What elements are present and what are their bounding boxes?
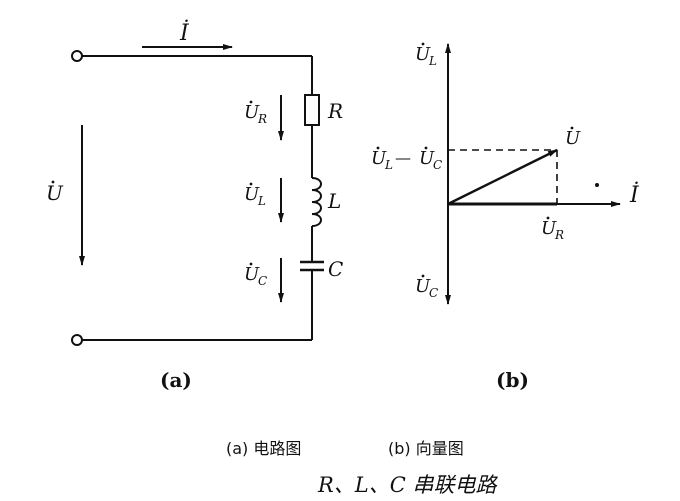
inductor-label: L: [327, 189, 341, 213]
ul-label: U: [244, 184, 260, 205]
resistor-label: R: [327, 99, 343, 123]
diff-a-dot: [376, 146, 380, 150]
uc-dot: [249, 262, 253, 266]
uc-label: U: [244, 264, 260, 285]
diff-b-dot: [424, 146, 428, 150]
phasor-ul-sub: L: [428, 54, 437, 68]
phasor-ur-dot: [546, 216, 550, 220]
voltage-label: U: [46, 181, 64, 205]
resistor-symbol: [304, 94, 320, 126]
figure-title: R、L、C 串联电路: [317, 473, 498, 497]
diff-a-sub: L: [384, 158, 393, 172]
ul-dot: [249, 182, 253, 186]
voltage-dot: [51, 180, 55, 184]
phasor-stray-dot: [595, 183, 599, 187]
panel-a-label: (a): [160, 368, 192, 392]
ur-dot: [249, 100, 253, 104]
phasor-diagram: U L U C U L — U C U U R İ (b): [371, 42, 640, 392]
phasor-i-label: İ: [629, 181, 640, 208]
diff-a-label: U: [371, 148, 387, 169]
capacitor-label: C: [328, 257, 343, 281]
phasor-ur-label: U: [541, 218, 557, 239]
caption-a: (a) 电路图: [226, 439, 301, 458]
phasor-u-arrow: [447, 148, 558, 206]
terminal-top: [71, 50, 83, 62]
diff-dash: —: [395, 148, 411, 167]
ul-sub: L: [257, 194, 266, 208]
diff-b-label: U: [419, 148, 435, 169]
phasor-uc-dot: [421, 274, 425, 278]
phasor-u-dot: [570, 126, 574, 130]
circuit-diagram: İ U U R U L U C R L C (a): [46, 19, 343, 392]
phasor-uc-label: U: [415, 276, 431, 297]
ur-label: U: [244, 102, 260, 123]
panel-b-label: (b): [496, 368, 529, 392]
uc-sub: C: [258, 274, 267, 288]
current-label: İ: [179, 19, 190, 46]
diff-b-sub: C: [433, 158, 442, 172]
phasor-ur-sub: R: [554, 228, 564, 242]
phasor-ul-label: U: [415, 44, 431, 65]
ur-sub: R: [257, 112, 267, 126]
inductor-symbol: [311, 177, 322, 227]
terminal-bottom: [71, 334, 83, 346]
caption-b: (b) 向量图: [388, 439, 464, 458]
phasor-uc-sub: C: [429, 286, 438, 300]
phasor-u-label: U: [565, 128, 581, 149]
phasor-ul-dot: [421, 42, 425, 46]
